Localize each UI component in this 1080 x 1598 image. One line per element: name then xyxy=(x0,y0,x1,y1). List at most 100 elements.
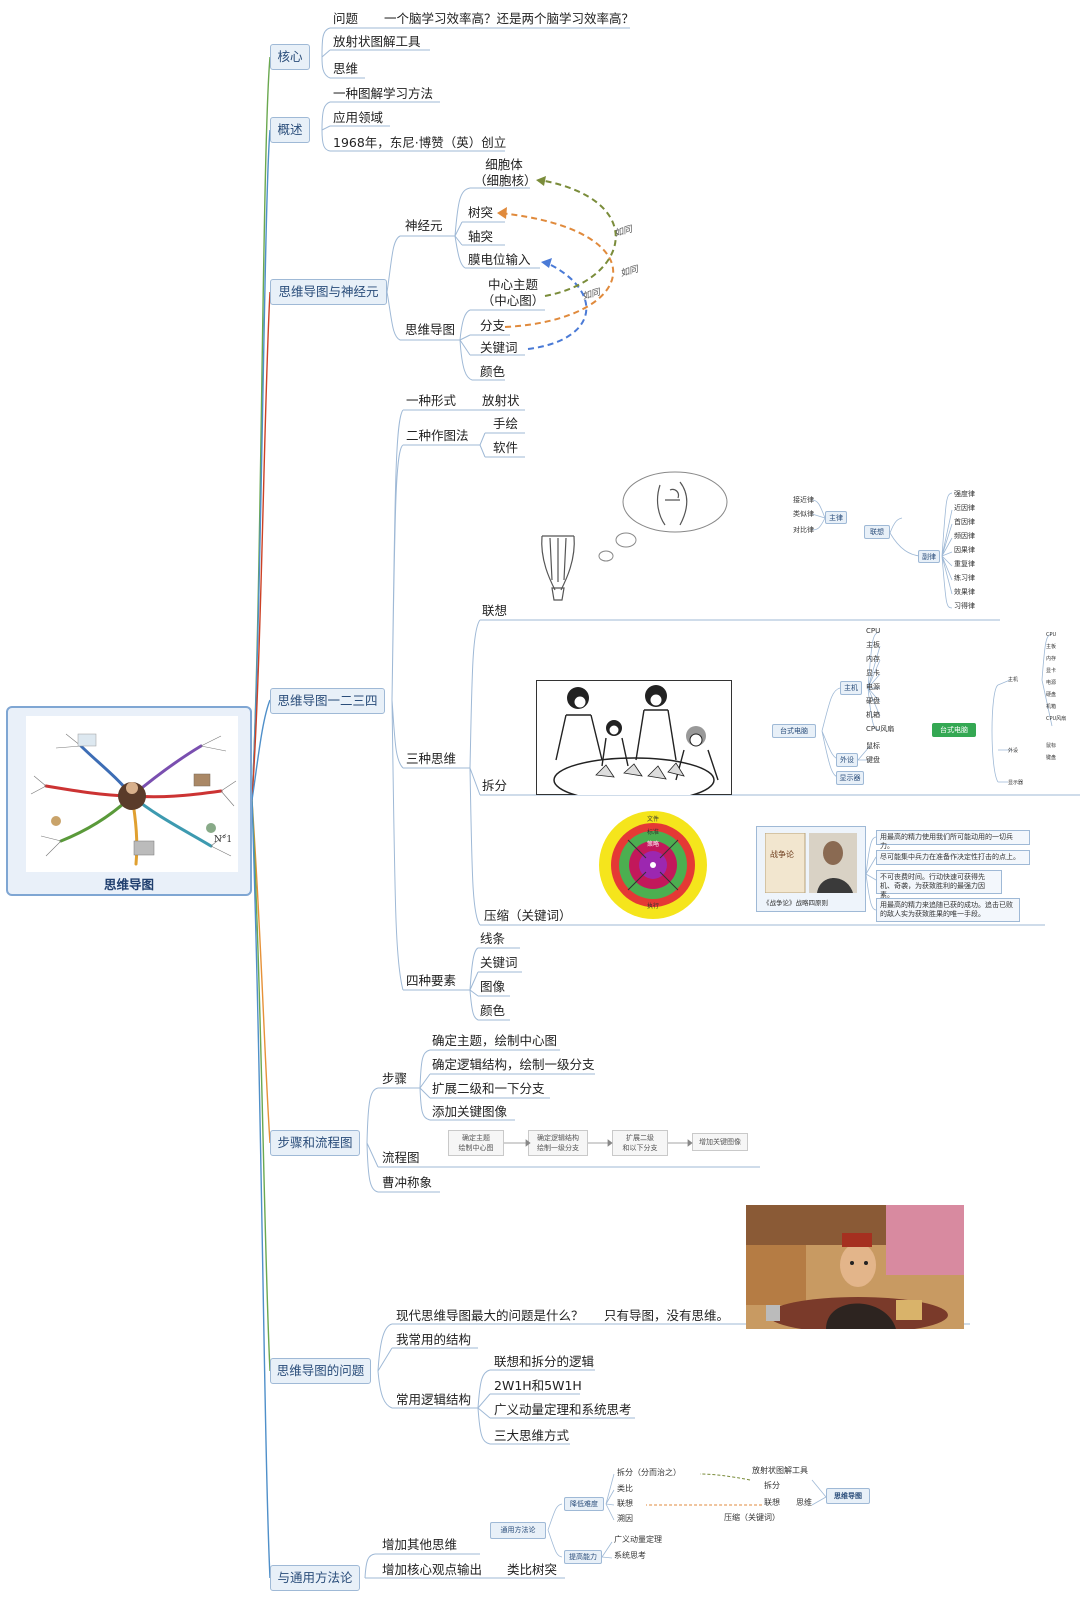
right-item-2: 拆分 xyxy=(764,1481,780,1490)
flow-box-1: 确定主题 绘制中心图 xyxy=(448,1130,504,1156)
step-1[interactable]: 确定主题，绘制中心图 xyxy=(432,1033,558,1048)
split-right-host-part-7: 机箱 xyxy=(1046,704,1057,710)
improve-item-2: 系统思考 xyxy=(614,1551,646,1560)
principle-2: 尽可能集中兵力在准备作决定性打击的点上。 xyxy=(876,850,1030,865)
split-right-monitor: 显示器 xyxy=(1008,780,1024,786)
core-item-question[interactable]: 问题 xyxy=(333,11,359,26)
split-right-root[interactable]: 台式电脑 xyxy=(932,723,976,737)
book-caption: 《战争论》战略四原则 xyxy=(763,899,828,907)
problem-structure-label[interactable]: 我常用的结构 xyxy=(396,1332,472,1347)
split-root[interactable]: 台式电脑 xyxy=(772,724,816,738)
neuron-item-potential[interactable]: 膜电位输入 xyxy=(468,252,531,267)
thinking-association[interactable]: 联想 xyxy=(482,603,508,618)
method-reduce[interactable]: 降低难度 xyxy=(564,1497,604,1511)
split-host-part-7: 机箱 xyxy=(866,711,880,719)
problem-answer[interactable]: 只有导图，没有思维。 xyxy=(604,1308,730,1323)
element-keyword[interactable]: 关键词 xyxy=(480,955,518,970)
core-item-thinking[interactable]: 思维 xyxy=(333,61,359,76)
example-label[interactable]: 曹冲称象 xyxy=(382,1175,433,1190)
branch-general[interactable]: 与通用方法论 xyxy=(270,1565,360,1591)
book-title: 战争论 xyxy=(770,850,794,859)
branch-1234[interactable]: 思维导图一二三四 xyxy=(270,688,385,714)
methods-label[interactable]: 二种作图法 xyxy=(406,428,469,443)
assoc-main-law[interactable]: 主律 xyxy=(825,511,847,524)
logic-item-1[interactable]: 联想和拆分的逻辑 xyxy=(494,1354,595,1369)
element-line[interactable]: 线条 xyxy=(480,931,506,946)
split-right-peripheral: 外设 xyxy=(1008,748,1019,754)
assoc-main-law-1: 接近律 xyxy=(793,496,814,504)
thinking-compress[interactable]: 压缩（关键词） xyxy=(484,908,572,923)
overview-item-method[interactable]: 一种图解学习方法 xyxy=(333,86,434,101)
problem-question[interactable]: 现代思维导图最大的问题是什么？ xyxy=(396,1308,584,1323)
method-center[interactable]: 通用方法论 xyxy=(490,1522,546,1539)
mindmap-item-color[interactable]: 颜色 xyxy=(480,364,506,379)
principle-3: 不可丧费时间。行动快速可获得先机、奇袭，为获致胜利的最强力因素。 xyxy=(876,870,1002,899)
book-card[interactable]: 战争论 《战争论》战略四原则 xyxy=(756,826,866,912)
assoc-sub-law-2: 近因律 xyxy=(954,504,975,512)
core-item-tool[interactable]: 放射状图解工具 xyxy=(333,34,421,49)
split-right-host-part-1: CPU xyxy=(1046,632,1057,638)
method-improve[interactable]: 提高能力 xyxy=(564,1550,602,1564)
step-2[interactable]: 确定逻辑结构，绘制一级分支 xyxy=(432,1057,595,1072)
logic-item-4[interactable]: 三大思维方式 xyxy=(494,1428,570,1443)
mindmap-label[interactable]: 思维导图 xyxy=(405,322,456,337)
right-item-3: 联想 xyxy=(764,1498,780,1507)
step-3[interactable]: 扩展二级和一下分支 xyxy=(432,1081,545,1096)
mindmap-item-center[interactable]: 中心主题 （中心图） xyxy=(481,277,545,308)
reduce-item-2: 类比 xyxy=(617,1484,633,1493)
elements-label[interactable]: 四种要素 xyxy=(406,973,457,988)
target-label-file: 文件 xyxy=(647,815,659,823)
right-item-1: 放射状图解工具 xyxy=(752,1466,808,1475)
reduce-item-1: 拆分（分而治之） xyxy=(617,1468,681,1477)
thinking-label[interactable]: 三种思维 xyxy=(406,751,457,766)
flow-box-3: 扩展二级 和以下分支 xyxy=(612,1130,668,1156)
element-image[interactable]: 图像 xyxy=(480,979,506,994)
root-node[interactable]: N°1 思维导图 xyxy=(6,706,252,896)
reduce-item-3: 联想 xyxy=(617,1499,633,1508)
assoc-center[interactable]: 联想 xyxy=(864,525,890,539)
assoc-sub-law[interactable]: 副律 xyxy=(918,550,940,563)
split-host-part-3: 内存 xyxy=(866,655,880,663)
svg-text:N°1: N°1 xyxy=(214,835,232,845)
problem-logic-label[interactable]: 常用逻辑结构 xyxy=(396,1392,472,1407)
general-analogy[interactable]: 类比树突 xyxy=(507,1562,558,1577)
mindmap-item-keyword[interactable]: 关键词 xyxy=(480,340,518,355)
element-color[interactable]: 颜色 xyxy=(480,1003,506,1018)
split-right-host-part-6: 硬盘 xyxy=(1046,692,1057,698)
general-item-1[interactable]: 增加其他思维 xyxy=(382,1537,458,1552)
split-right-host: 主机 xyxy=(1008,677,1019,683)
split-host[interactable]: 主机 xyxy=(840,681,862,695)
overview-item-domain[interactable]: 应用领域 xyxy=(333,110,384,125)
branch-problems[interactable]: 思维导图的问题 xyxy=(270,1358,371,1384)
core-question-text[interactable]: 一个脑学习效率高？还是两个脑学习效率高？ xyxy=(384,11,635,26)
split-peripheral[interactable]: 外设 xyxy=(836,753,858,767)
neuron-item-soma[interactable]: 细胞体 （细胞核） xyxy=(474,157,537,188)
split-host-part-8: CPU风扇 xyxy=(866,725,895,733)
flow-label[interactable]: 流程图 xyxy=(382,1150,420,1165)
branch-neuron[interactable]: 思维导图与神经元 xyxy=(270,279,387,305)
method-software[interactable]: 软件 xyxy=(493,440,519,455)
form-value[interactable]: 放射状 xyxy=(482,393,520,408)
logic-item-3[interactable]: 广义动量定理和系统思考 xyxy=(494,1402,632,1417)
branch-steps[interactable]: 步骤和流程图 xyxy=(270,1130,360,1156)
method-right-root[interactable]: 思维导图 xyxy=(826,1488,870,1504)
form-label[interactable]: 一种形式 xyxy=(406,393,457,408)
overview-item-origin[interactable]: 1968年，东尼·博赞（英）创立 xyxy=(333,135,507,150)
mindmap-item-branch[interactable]: 分支 xyxy=(480,318,506,333)
thinking-split[interactable]: 拆分 xyxy=(482,778,508,793)
steps-label[interactable]: 步骤 xyxy=(382,1071,408,1086)
neuron-item-dendrite[interactable]: 树突 xyxy=(468,205,494,220)
reduce-item-4: 溯因 xyxy=(617,1514,633,1523)
branch-overview[interactable]: 概述 xyxy=(270,117,310,143)
method-hand[interactable]: 手绘 xyxy=(493,416,519,431)
assoc-sub-law-3: 首因律 xyxy=(954,518,975,526)
split-right-host-part-8: CPU风扇 xyxy=(1046,716,1067,722)
step-4[interactable]: 添加关键图像 xyxy=(432,1104,508,1119)
general-item-2[interactable]: 增加核心观点输出 xyxy=(382,1562,483,1577)
split-monitor[interactable]: 显示器 xyxy=(836,771,864,785)
neuron-label[interactable]: 神经元 xyxy=(405,218,443,233)
branch-core[interactable]: 核心 xyxy=(270,44,310,70)
neuron-item-axon[interactable]: 轴突 xyxy=(468,229,494,244)
logic-item-2[interactable]: 2W1H和5W1H xyxy=(494,1378,582,1393)
